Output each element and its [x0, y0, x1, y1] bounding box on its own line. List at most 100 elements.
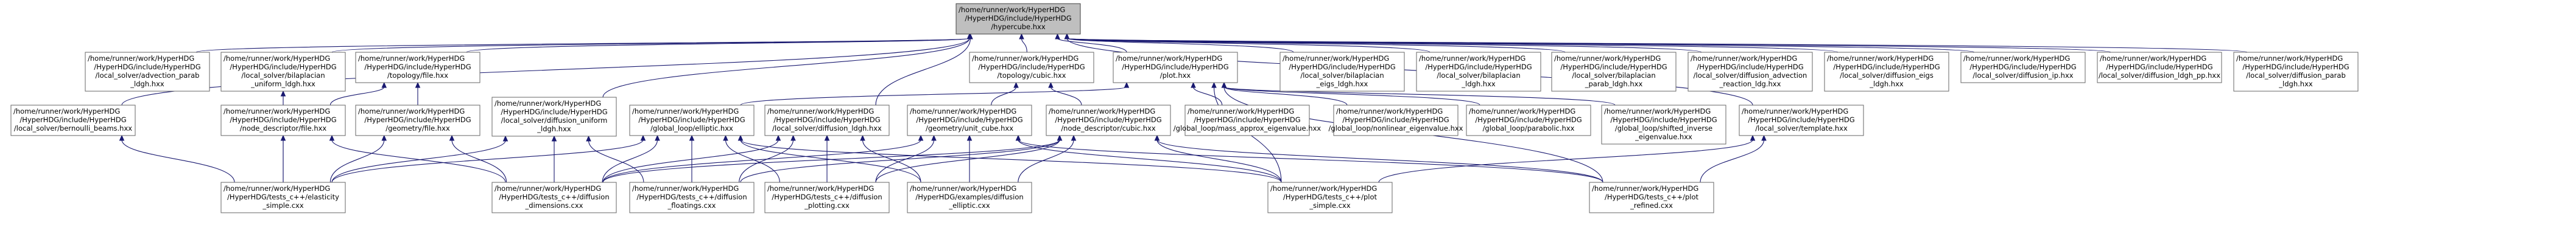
node-box — [2097, 52, 2222, 83]
edge-arrowhead — [119, 134, 125, 141]
node-ex-diff-ell[interactable]: /home/runner/work/HyperHDG/HyperHDG/exam… — [907, 182, 1032, 213]
node-diff-ldgh-pp[interactable]: /home/runner/work/HyperHDG/HyperHDG/incl… — [2097, 52, 2222, 83]
node-box — [969, 52, 1094, 83]
node-label-line: /home/runner/work/HyperHDG — [1469, 107, 1575, 115]
node-label-line: _floatings.cxx — [667, 201, 716, 210]
node-diff-unif[interactable]: /home/runner/work/HyperHDG/HyperHDG/incl… — [491, 97, 617, 137]
node-t-diff-plot[interactable]: /home/runner/work/HyperHDG/HyperHDG/test… — [764, 182, 890, 213]
node-diff-adv-react[interactable]: /home/runner/work/HyperHDG/HyperHDG/incl… — [1687, 52, 1813, 92]
node-label-line: /global_loop/parabolic.hxx — [1483, 124, 1575, 133]
node-label-line: /global_loop/mass_approx_eigenvalue.hxx — [1174, 124, 1321, 133]
edge-arrowhead — [1211, 81, 1217, 88]
node-topo-file[interactable]: /home/runner/work/HyperHDG/HyperHDG/incl… — [355, 52, 480, 83]
node-diff-eigs[interactable]: /home/runner/work/HyperHDG/HyperHDG/incl… — [1824, 52, 1949, 92]
node-nonlinear-eig[interactable]: /home/runner/work/HyperHDG/HyperHDG/incl… — [1329, 105, 1463, 136]
edge-arrowhead — [329, 134, 335, 141]
node-nd-file[interactable]: /home/runner/work/HyperHDG/HyperHDG/incl… — [220, 105, 346, 136]
edge-t-diff-plot-to-global-elliptic — [725, 139, 780, 183]
node-diff-ip[interactable]: /home/runner/work/HyperHDG/HyperHDG/incl… — [1960, 52, 2086, 83]
node-label-line: /HyperHDG/include/HyperHDG — [965, 14, 1071, 22]
node-label-line: /local_solver/bilaplacian — [1572, 71, 1655, 80]
node-label-line: /home/runner/work/HyperHDG — [1827, 54, 1934, 63]
node-label-line: /home/runner/work/HyperHDG — [2236, 54, 2343, 63]
node-label-line: _dimensions.cxx — [525, 201, 583, 210]
node-label-line: /HyperHDG/include/HyperHDG — [19, 115, 126, 124]
node-label-line: /home/runner/work/HyperHDG — [1592, 184, 1698, 193]
node-t-plot-refined[interactable]: /home/runner/work/HyperHDG/HyperHDG/test… — [1589, 182, 1714, 213]
edge-t-plot-refined-to-geo-unit-cube — [1018, 139, 1603, 183]
node-box — [2233, 52, 2359, 92]
node-label-line: _eigenvalue.hxx — [1635, 133, 1692, 141]
node-box — [1960, 52, 2086, 83]
node-t-elasticity[interactable]: /home/runner/work/HyperHDG/HyperHDG/test… — [220, 182, 346, 213]
node-label-line: /HyperHDG/tests_c++/plot — [1283, 193, 1378, 201]
node-label-line: /HyperHDG/include/HyperHDG — [978, 63, 1085, 71]
node-shifted-inv[interactable]: /home/runner/work/HyperHDG/HyperHDG/incl… — [1601, 105, 1726, 145]
node-diff-ldgh[interactable]: /home/runner/work/HyperHDG/HyperHDG/incl… — [764, 105, 890, 136]
edge-parabolic-to-plot — [1223, 86, 1480, 106]
node-t-diff-floats[interactable]: /home/runner/work/HyperHDG/HyperHDG/test… — [629, 182, 755, 213]
edge-topo-file-to-root — [466, 38, 970, 53]
node-t-diff-dims[interactable]: /home/runner/work/HyperHDG/HyperHDG/test… — [491, 182, 617, 213]
node-global-elliptic[interactable]: /home/runner/work/HyperHDG/HyperHDG/incl… — [629, 105, 755, 136]
node-label-line: _uniform_ldgh.hxx — [250, 80, 315, 88]
node-bilap-eigs[interactable]: /home/runner/work/HyperHDG/HyperHDG/incl… — [1279, 52, 1405, 92]
edge-arrowhead — [860, 134, 865, 141]
node-label-line: /topology/file.hxx — [387, 71, 448, 80]
edge-adv-parab-to-root — [195, 38, 970, 53]
node-label-line: _plotting.cxx — [804, 201, 850, 210]
node-bernoulli[interactable]: /home/runner/work/HyperHDG/HyperHDG/incl… — [10, 105, 136, 136]
node-box — [1824, 52, 1949, 92]
edge-arrowhead — [931, 134, 937, 141]
node-bilap-unif[interactable]: /home/runner/work/HyperHDG/HyperHDG/incl… — [220, 52, 346, 92]
node-label-line: /HyperHDG/examples/diffusion — [915, 193, 1023, 201]
node-box — [491, 97, 617, 137]
node-box — [1184, 105, 1310, 136]
node-label-line: /HyperHDG/include/HyperHDG — [1610, 115, 1717, 124]
edge-arrowhead — [1221, 81, 1227, 88]
node-label-line: /HyperHDG/include/HyperHDG — [638, 115, 745, 124]
node-geo-unit-cube[interactable]: /home/runner/work/HyperHDG/HyperHDG/incl… — [907, 105, 1032, 136]
edge-arrowhead — [1191, 81, 1196, 88]
node-label-line: /HyperHDG/include/HyperHDG — [773, 115, 880, 124]
node-label-line: /home/runner/work/HyperHDG — [1336, 107, 1443, 115]
edge-arrowhead — [689, 134, 695, 141]
edge-ex-diff-ell-to-diff-ldgh — [862, 139, 921, 183]
node-label-line: /local_solver/diffusion_ldgh_pp.hxx — [2099, 71, 2220, 80]
edge-t-diff-dims-to-nd-cubic — [602, 139, 1060, 183]
node-label-line: /node_descriptor/cubic.hxx — [1061, 124, 1156, 133]
node-t-plot-simple[interactable]: /home/runner/work/HyperHDG/HyperHDG/test… — [1267, 182, 1393, 213]
edge-t-plot-refined-to-ls-template — [1700, 139, 1765, 183]
edge-diff-unif-to-root — [602, 38, 970, 98]
node-diff-parab[interactable]: /home/runner/work/HyperHDG/HyperHDG/incl… — [2233, 52, 2359, 92]
node-label-line: /HyperHDG/include/HyperHDG — [230, 115, 336, 124]
node-root[interactable]: /home/runner/work/HyperHDG/HyperHDG/incl… — [955, 3, 1081, 35]
edge-t-elasticity-to-bernoulli — [121, 139, 235, 183]
node-ls-template[interactable]: /home/runner/work/HyperHDG/HyperHDG/incl… — [1739, 105, 1864, 136]
node-box — [1466, 105, 1591, 136]
node-plot[interactable]: /home/runner/work/HyperHDG/HyperHDG/incl… — [1113, 52, 1238, 83]
node-label-line: /HyperHDG/tests_c++/diffusion — [499, 193, 609, 201]
node-mass-approx[interactable]: /home/runner/work/HyperHDG/HyperHDG/incl… — [1174, 105, 1321, 136]
edge-nd-file-to-topo-file — [329, 86, 385, 106]
node-label-line: /local_solver/bilaplacian — [1437, 71, 1520, 80]
node-label-line: /HyperHDG/include/HyperHDG — [1425, 63, 1532, 71]
node-bilap-parab[interactable]: /home/runner/work/HyperHDG/HyperHDG/incl… — [1551, 52, 1677, 92]
node-box — [1551, 52, 1677, 92]
node-box — [1687, 52, 1813, 92]
edge-t-diff-plot-to-nd-cubic — [875, 139, 1060, 183]
node-topo-cubic[interactable]: /home/runner/work/HyperHDG/HyperHDG/incl… — [969, 52, 1094, 83]
edge-arrowhead — [966, 134, 973, 141]
node-parabolic[interactable]: /home/runner/work/HyperHDG/HyperHDG/incl… — [1466, 105, 1591, 136]
node-label-line: /HyperHDG/tests_c++/plot — [1605, 193, 1699, 201]
node-nd-cubic[interactable]: /home/runner/work/HyperHDG/HyperHDG/incl… — [1046, 105, 1171, 136]
node-label-line: /home/runner/work/HyperHDG — [1742, 107, 1848, 115]
node-label-line: /node_descriptor/file.hxx — [240, 124, 327, 133]
node-geo-file[interactable]: /home/runner/work/HyperHDG/HyperHDG/incl… — [355, 105, 480, 136]
node-label-line: _simple.cxx — [1309, 201, 1350, 210]
node-label-line: /home/runner/work/HyperHDG — [1270, 184, 1377, 193]
node-label-line: /geometry/file.hxx — [385, 124, 450, 133]
node-adv-parab[interactable]: /home/runner/work/HyperHDG/HyperHDG/incl… — [85, 52, 210, 92]
node-label-line: /HyperHDG/include/HyperHDG — [364, 63, 471, 71]
node-bilap-ldgh[interactable]: /home/runner/work/HyperHDG/HyperHDG/incl… — [1416, 52, 1541, 92]
